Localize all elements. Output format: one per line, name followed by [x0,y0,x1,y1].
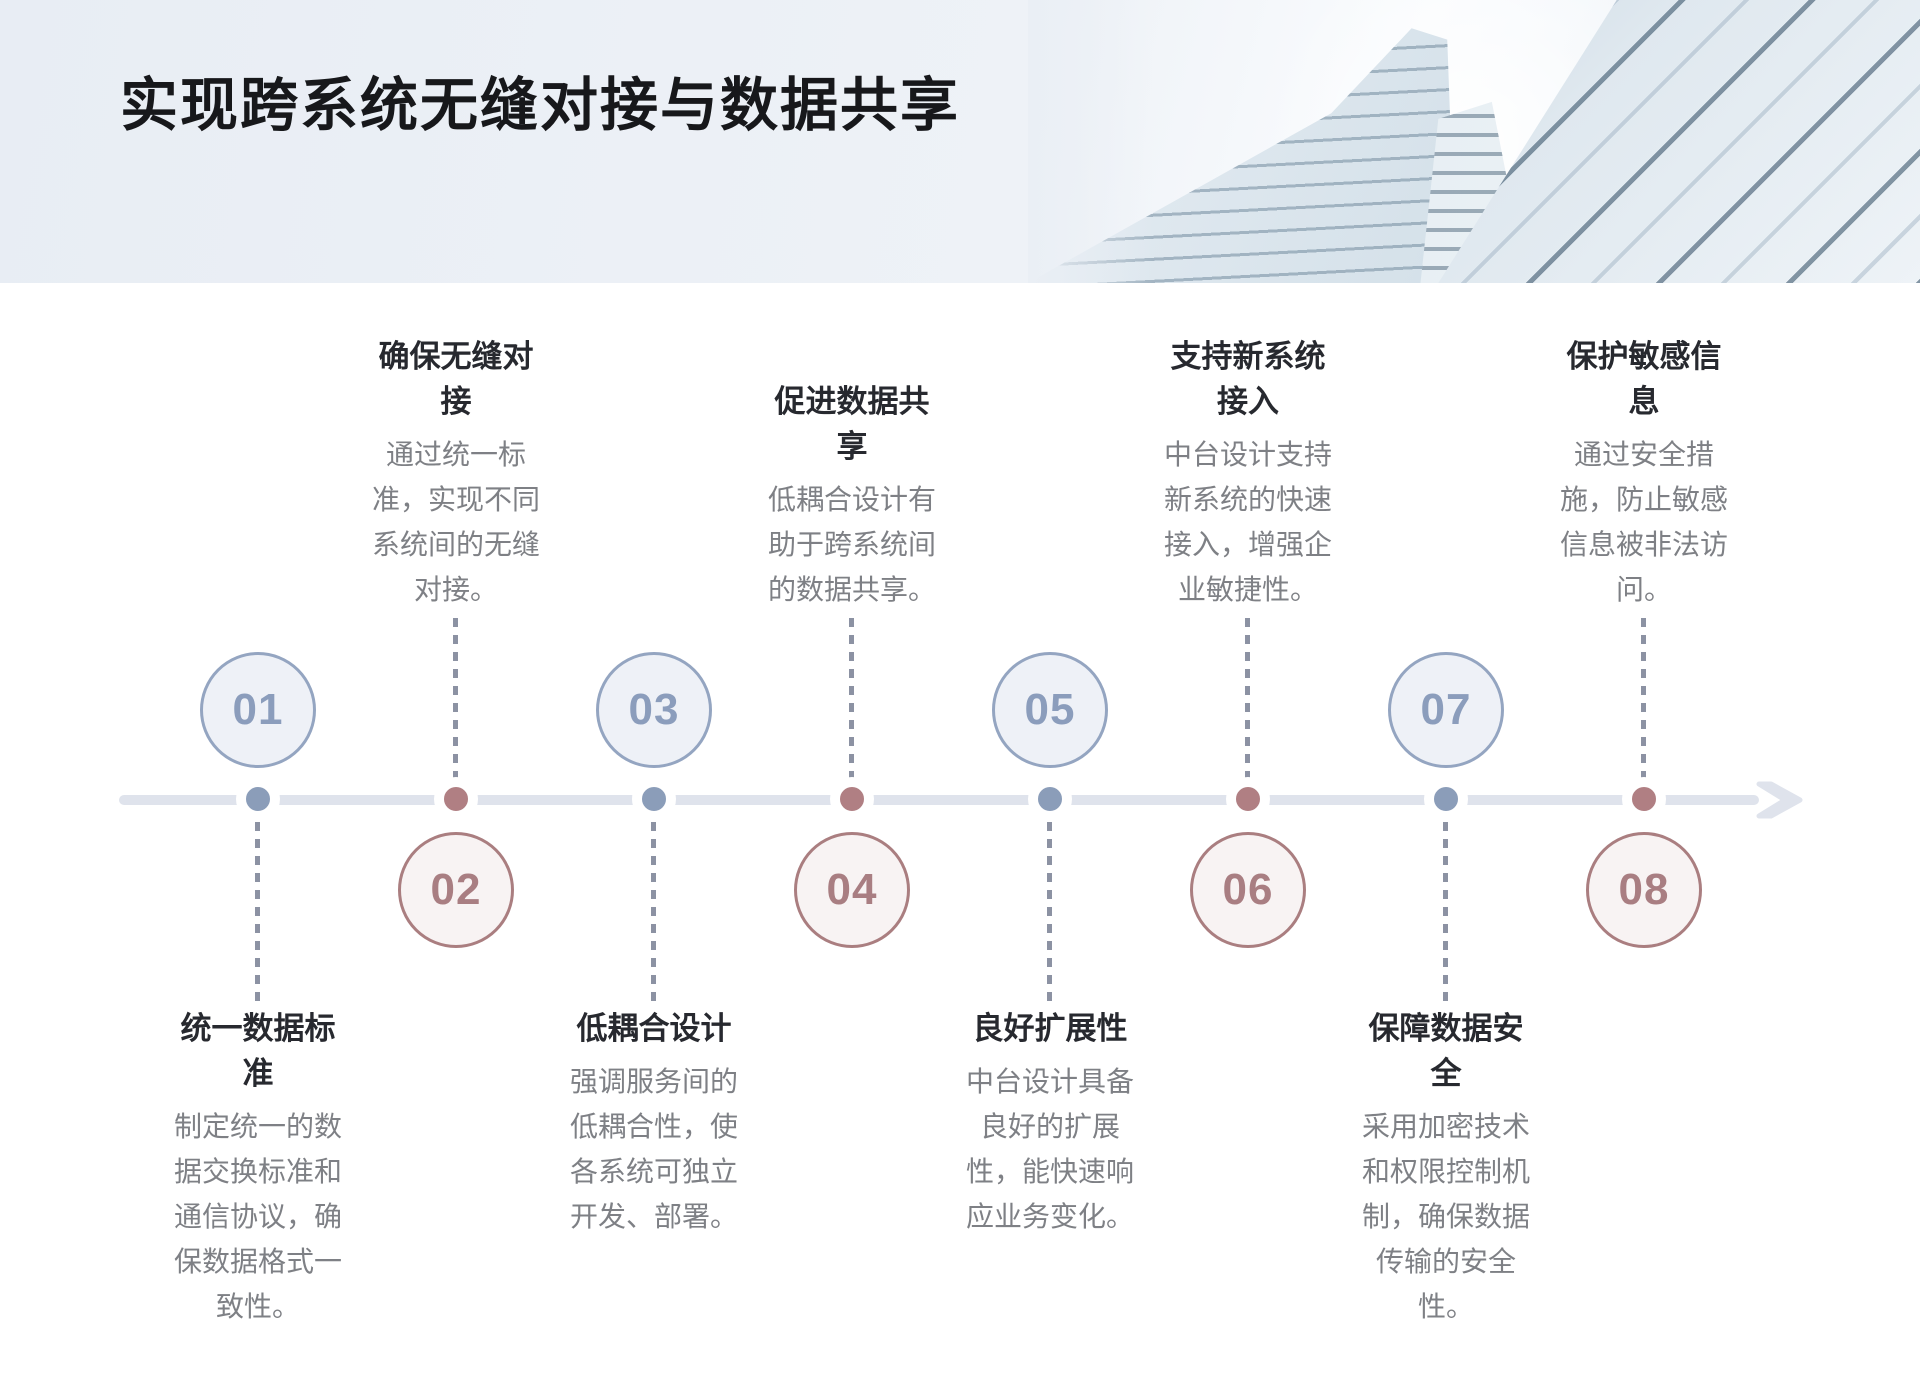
timeline-item-6: 支持新系统 接入 中台设计支持 新系统的快速 接入，增强企 业敏捷性。 06 [1148,0,1348,1396]
timeline-item-8: 保护敏感信 息 通过安全措 施，防止敏感 信息被非法访 问。 08 [1544,0,1744,1396]
step-title: 统一数据标 准 [180,1011,336,1091]
step-title: 良好扩展性 [972,1011,1128,1046]
timeline-item-5: 05 良好扩展性 中台设计具备 良好的扩展 性，能快速响 应业务变化。 [950,0,1150,1396]
step-description: 强调服务间的 低耦合性，使 各系统可独立 开发、部署。 [569,1066,738,1232]
step-description: 制定统一的数 据交换标准和 通信协议，确 保数据格式一 致性。 [173,1111,342,1322]
timeline-dot-2 [434,777,478,821]
dashed-connector-2 [453,618,458,786]
timeline-dot-7 [1424,777,1468,821]
step-title: 支持新系统 接入 [1170,339,1326,419]
step-text-8: 保护敏感信 息 通过安全措 施，防止敏感 信息被非法访 问。 [1548,334,1740,612]
step-title: 保护敏感信 息 [1566,339,1722,419]
step-text-7: 保障数据安 全 采用加密技术 和权限控制机 制，确保数据 传输的安全 性。 [1350,1006,1542,1329]
timeline-dot-1 [236,777,280,821]
timeline-dot-6 [1226,777,1270,821]
timeline-dot-8 [1622,777,1666,821]
step-description: 中台设计具备 良好的扩展 性，能快速响 应业务变化。 [965,1066,1134,1232]
step-circle-7: 07 [1388,652,1504,768]
step-description: 采用加密技术 和权限控制机 制，确保数据 传输的安全 性。 [1361,1111,1530,1322]
timeline-dot-4 [830,777,874,821]
dashed-connector-4 [849,618,854,786]
step-text-1: 统一数据标 准 制定统一的数 据交换标准和 通信协议，确 保数据格式一 致性。 [162,1006,354,1329]
skyscraper-photo [1028,0,1920,283]
timeline-item-1: 01 统一数据标 准 制定统一的数 据交换标准和 通信协议，确 保数据格式一 致… [158,0,358,1396]
step-circle-1: 01 [200,652,316,768]
step-title: 低耦合设计 [576,1011,732,1046]
dashed-connector-5 [1047,822,1052,1002]
step-description: 通过安全措 施，防止敏感 信息被非法访 问。 [1559,439,1728,605]
timeline-dot-3 [632,777,676,821]
step-text-4: 促进数据共 享 低耦合设计有 助于跨系统间 的数据共享。 [756,379,948,612]
dashed-connector-8 [1641,618,1646,786]
step-description: 通过统一标 准，实现不同 系统间的无缝 对接。 [371,439,540,605]
step-description: 中台设计支持 新系统的快速 接入，增强企 业敏捷性。 [1163,439,1332,605]
dashed-connector-1 [255,822,260,1002]
timeline-item-2: 确保无缝对 接 通过统一标 准，实现不同 系统间的无缝 对接。 02 [356,0,556,1396]
arrow-right-icon [1756,781,1803,819]
step-text-3: 低耦合设计 强调服务间的 低耦合性，使 各系统可独立 开发、部署。 [558,1006,750,1239]
step-circle-6: 06 [1190,832,1306,948]
step-text-2: 确保无缝对 接 通过统一标 准，实现不同 系统间的无缝 对接。 [360,334,552,612]
step-circle-3: 03 [596,652,712,768]
page-title: 实现跨系统无缝对接与数据共享 [120,73,961,138]
step-number: 06 [1222,865,1274,914]
timeline-item-4: 促进数据共 享 低耦合设计有 助于跨系统间 的数据共享。 04 [752,0,952,1396]
step-title: 确保无缝对 接 [378,339,534,419]
step-number: 01 [232,685,284,734]
step-number: 08 [1618,865,1670,914]
step-number: 02 [430,865,482,914]
step-description: 低耦合设计有 助于跨系统间 的数据共享。 [767,484,936,605]
step-number: 03 [628,685,680,734]
photo-left-blend [1028,0,1920,283]
step-title: 促进数据共 享 [774,384,930,464]
step-circle-4: 04 [794,832,910,948]
timeline-item-7: 07 保障数据安 全 采用加密技术 和权限控制机 制，确保数据 传输的安全 性。 [1346,0,1546,1396]
step-text-5: 良好扩展性 中台设计具备 良好的扩展 性，能快速响 应业务变化。 [954,1006,1146,1239]
timeline-dot-5 [1028,777,1072,821]
step-text-6: 支持新系统 接入 中台设计支持 新系统的快速 接入，增强企 业敏捷性。 [1152,334,1344,612]
step-circle-5: 05 [992,652,1108,768]
step-number: 07 [1420,685,1472,734]
dashed-connector-7 [1443,822,1448,1002]
timeline-item-3: 03 低耦合设计 强调服务间的 低耦合性，使 各系统可独立 开发、部署。 [554,0,754,1396]
timeline-axis-line [119,795,1759,805]
dashed-connector-3 [651,822,656,1002]
step-circle-2: 02 [398,832,514,948]
step-number: 04 [826,865,878,914]
header-banner: 实现跨系统无缝对接与数据共享 [0,0,1920,283]
step-circle-8: 08 [1586,832,1702,948]
step-title: 保障数据安 全 [1368,1011,1524,1091]
dashed-connector-6 [1245,618,1250,786]
step-number: 05 [1024,685,1076,734]
